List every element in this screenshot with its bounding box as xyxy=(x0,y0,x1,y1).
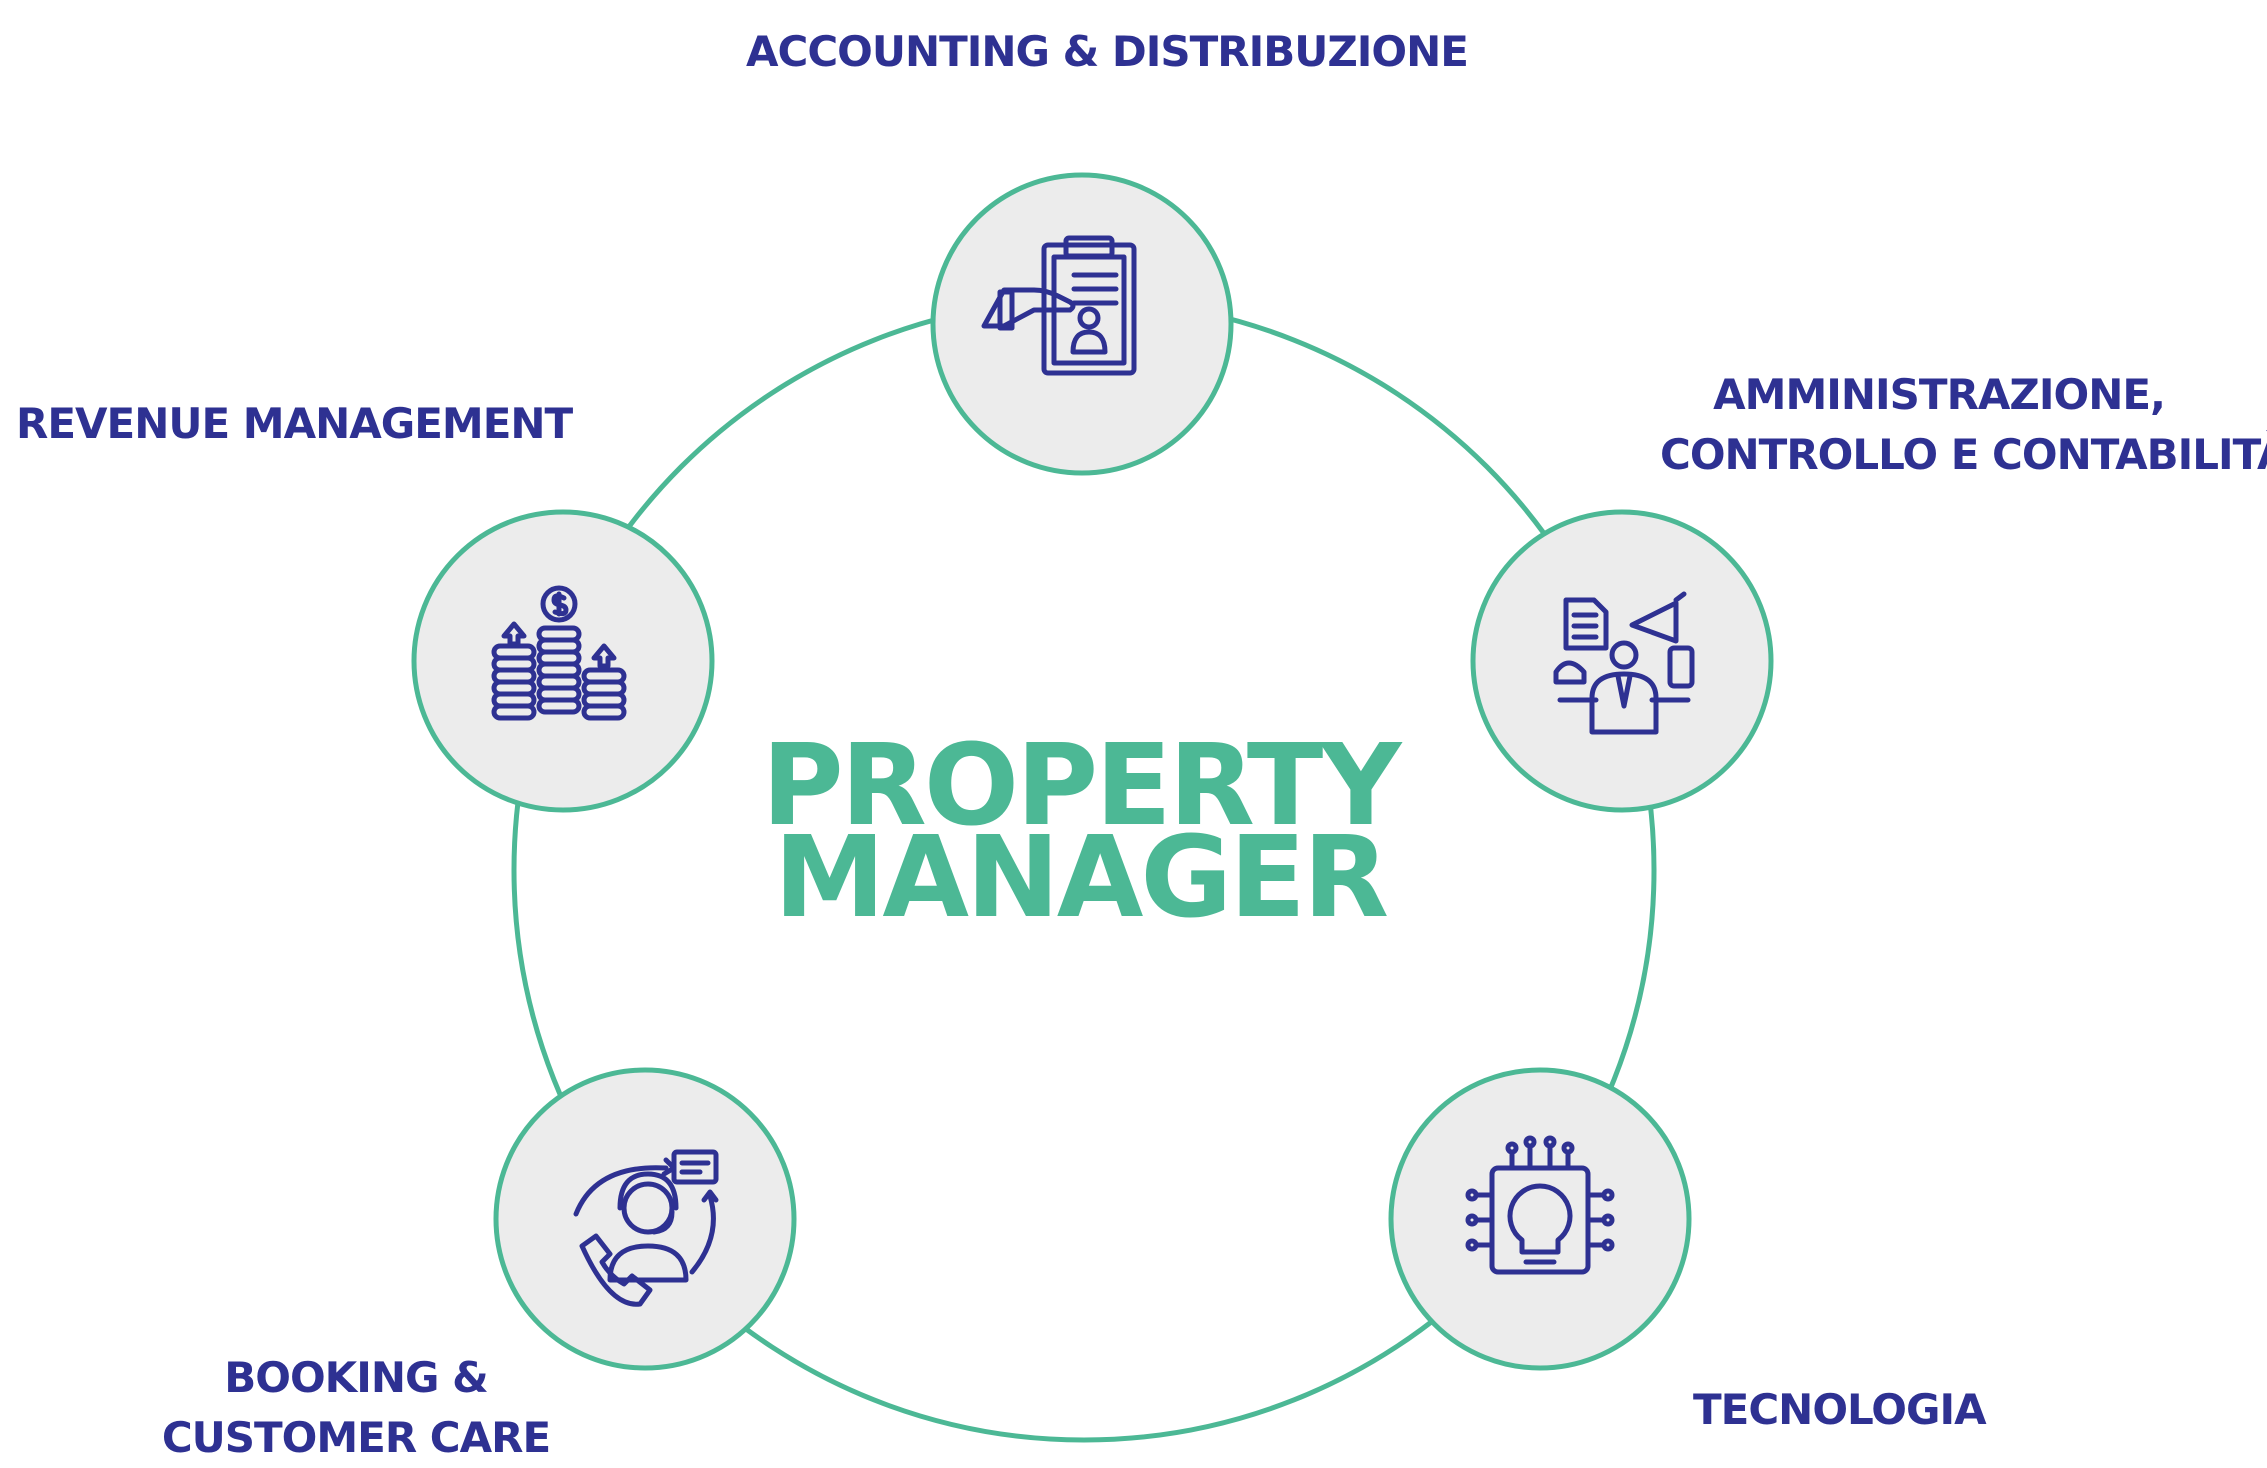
circuit-lightbulb-icon xyxy=(1465,1135,1615,1275)
label-accounting-line1: ACCOUNTING & DISTRIBUZIONE xyxy=(746,27,1469,76)
label-tecnologia: TECNOLOGIA xyxy=(1693,1380,1987,1440)
label-accounting: ACCOUNTING & DISTRIBUZIONE xyxy=(746,22,1469,82)
label-tecnologia-line1: TECNOLOGIA xyxy=(1693,1385,1987,1434)
node-booking xyxy=(493,1067,797,1371)
node-accounting xyxy=(930,172,1234,476)
center-title-line2: MANAGER xyxy=(773,813,1389,943)
coin-stacks-growth-icon xyxy=(491,585,627,721)
center-title-line1: PROPERTY xyxy=(761,721,1402,851)
label-booking: BOOKING & CUSTOMER CARE xyxy=(156,1348,556,1468)
clipboard-profile-icon xyxy=(981,235,1137,376)
label-booking-line2: CUSTOMER CARE xyxy=(161,1413,551,1462)
label-amministrazione-line1: AMMINISTRAZIONE, xyxy=(1713,370,2166,419)
multitasking-manager-icon xyxy=(1553,591,1695,735)
label-revenue: REVENUE MANAGEMENT xyxy=(16,394,573,454)
node-revenue xyxy=(411,509,715,813)
customer-support-icon xyxy=(573,1149,719,1307)
label-revenue-line1: REVENUE MANAGEMENT xyxy=(16,399,573,448)
node-amministrazione xyxy=(1470,509,1774,813)
center-title: PROPERTY MANAGER xyxy=(700,721,1460,943)
label-amministrazione-line2: CONTROLLO E CONTABILITÀ xyxy=(1660,430,2267,479)
label-amministrazione: AMMINISTRAZIONE, CONTROLLO E CONTABILITÀ xyxy=(1660,365,2267,485)
label-booking-line1: BOOKING & xyxy=(224,1353,488,1402)
node-tecnologia xyxy=(1388,1067,1692,1371)
